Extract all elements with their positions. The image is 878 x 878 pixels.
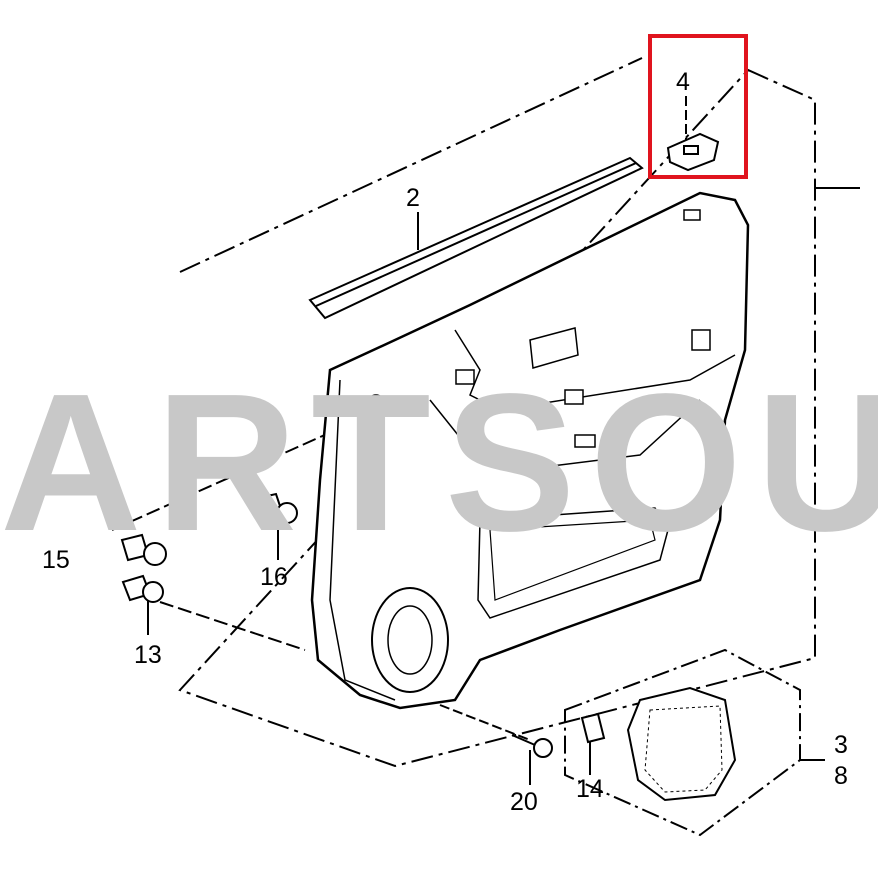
callout-16[interactable]: 16 <box>260 563 288 591</box>
part-3-speaker-grille <box>626 686 737 802</box>
part-1-door-panel <box>310 191 750 710</box>
part-14-clip <box>580 712 606 744</box>
callout-20[interactable]: 20 <box>510 788 538 816</box>
callout-8[interactable]: 8 <box>834 762 848 790</box>
callout-4[interactable]: 4 <box>676 68 690 96</box>
part-15-clip <box>120 533 167 566</box>
part-13-clip <box>121 574 164 603</box>
part-2-weatherstrip <box>308 156 644 320</box>
assembly-outline <box>178 57 816 768</box>
callout-14[interactable]: 14 <box>576 775 604 803</box>
callout-2[interactable]: 2 <box>406 184 420 212</box>
part-20-screw <box>511 734 553 758</box>
callout-3[interactable]: 3 <box>834 731 848 759</box>
part-4-switch-bezel <box>666 132 720 172</box>
highlight-box-part-4 <box>648 34 748 179</box>
callout-15[interactable]: 15 <box>42 546 70 574</box>
callout-13[interactable]: 13 <box>134 641 162 669</box>
part-16-clip <box>256 492 298 524</box>
